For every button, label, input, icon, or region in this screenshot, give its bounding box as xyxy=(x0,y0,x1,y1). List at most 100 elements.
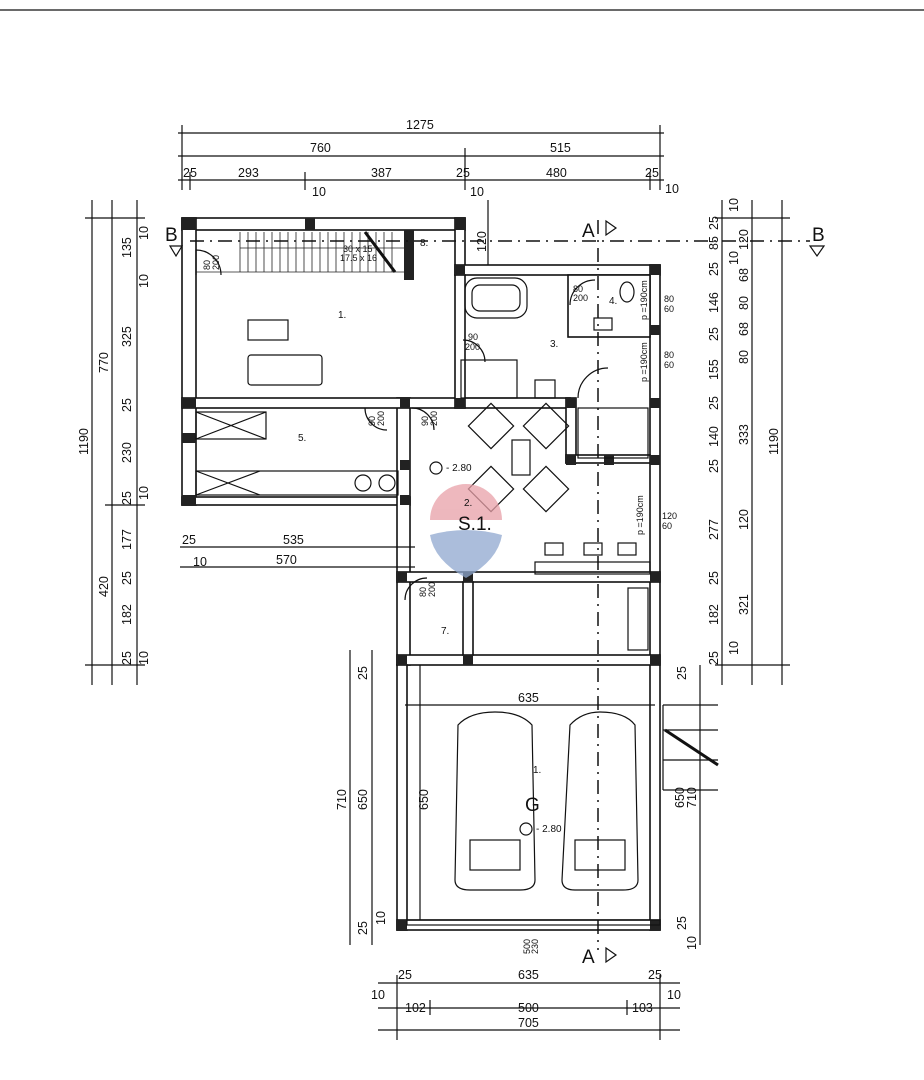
svg-text:770: 770 xyxy=(97,352,111,373)
armchair-icon xyxy=(522,402,570,450)
svg-text:10: 10 xyxy=(371,988,385,1002)
svg-text:68: 68 xyxy=(737,268,751,282)
svg-text:420: 420 xyxy=(97,576,111,597)
svg-text:10: 10 xyxy=(312,185,326,199)
svg-text:10: 10 xyxy=(685,936,699,950)
svg-text:10: 10 xyxy=(193,555,207,569)
svg-text:25: 25 xyxy=(707,396,721,410)
svg-text:10: 10 xyxy=(137,274,151,288)
svg-text:650: 650 xyxy=(673,787,687,808)
sauna-icon xyxy=(577,407,649,459)
svg-text:102: 102 xyxy=(405,1001,426,1015)
svg-text:650: 650 xyxy=(356,789,370,810)
svg-text:293: 293 xyxy=(238,166,259,180)
svg-text:25: 25 xyxy=(648,968,662,982)
svg-text:10: 10 xyxy=(374,911,388,925)
dim-left-total: 1190 xyxy=(77,428,91,455)
section-mark-a-top: A xyxy=(582,221,595,242)
svg-text:10: 10 xyxy=(470,185,484,199)
bar-stool-icon xyxy=(617,542,637,556)
svg-text:25: 25 xyxy=(707,571,721,585)
door-swing xyxy=(404,577,428,601)
svg-text:650: 650 xyxy=(417,789,431,810)
svg-text:10: 10 xyxy=(137,651,151,665)
svg-text:80: 80 xyxy=(573,284,583,294)
svg-text:90: 90 xyxy=(468,332,478,342)
svg-text:p =190cm: p =190cm xyxy=(635,495,645,535)
svg-text:103: 103 xyxy=(632,1001,653,1015)
svg-text:25: 25 xyxy=(707,327,721,341)
svg-text:182: 182 xyxy=(120,604,134,625)
svg-text:155: 155 xyxy=(707,359,721,380)
room-8-label: 8. xyxy=(420,238,428,249)
svg-text:710: 710 xyxy=(335,789,349,810)
stair-tread: 30 x 15 xyxy=(343,244,373,254)
svg-text:85: 85 xyxy=(707,236,721,250)
svg-text:10: 10 xyxy=(137,226,151,240)
svg-text:120: 120 xyxy=(662,511,677,521)
svg-text:25: 25 xyxy=(398,968,412,982)
section-arrow-icons xyxy=(168,219,826,964)
svg-text:515: 515 xyxy=(550,141,571,155)
svg-text:140: 140 xyxy=(707,426,721,447)
furniture xyxy=(195,249,651,651)
garage-gate-height: 230 xyxy=(530,939,540,954)
svg-text:25: 25 xyxy=(707,651,721,665)
toilet-icon xyxy=(619,281,635,303)
svg-text:p =190cm: p =190cm xyxy=(639,342,649,382)
svg-text:120: 120 xyxy=(737,509,751,530)
svg-text:80: 80 xyxy=(664,350,674,360)
svg-text:120: 120 xyxy=(737,229,751,250)
section-mark-b-left: B xyxy=(165,225,178,246)
armchair-icon xyxy=(467,402,515,450)
svg-text:25: 25 xyxy=(675,666,689,680)
dim-right-total: 1190 xyxy=(767,428,781,455)
svg-text:200: 200 xyxy=(573,293,588,303)
svg-text:90: 90 xyxy=(420,416,430,426)
dim-bottom-635: 635 xyxy=(518,968,539,982)
walls xyxy=(181,217,661,931)
sink-icon xyxy=(534,379,556,399)
svg-text:25: 25 xyxy=(120,491,134,505)
svg-text:90: 90 xyxy=(367,416,377,426)
section-mark-b-right: B xyxy=(812,225,825,246)
svg-text:25: 25 xyxy=(456,166,470,180)
svg-text:25: 25 xyxy=(120,571,134,585)
svg-text:500: 500 xyxy=(518,1001,539,1015)
svg-text:25: 25 xyxy=(707,262,721,276)
svg-text:25: 25 xyxy=(645,166,659,180)
svg-text:80: 80 xyxy=(418,587,428,597)
svg-text:10: 10 xyxy=(727,251,741,265)
svg-text:p =190cm: p =190cm xyxy=(639,280,649,320)
svg-text:80: 80 xyxy=(737,296,751,310)
svg-text:25: 25 xyxy=(707,459,721,473)
svg-text:60: 60 xyxy=(662,521,672,531)
svg-text:321: 321 xyxy=(737,594,751,615)
window-labels: 80 60 80 60 120 60 p =190cm p =190cm p =… xyxy=(635,280,677,535)
svg-text:60: 60 xyxy=(664,304,674,314)
svg-text:325: 325 xyxy=(120,326,134,347)
svg-text:333: 333 xyxy=(737,424,751,445)
svg-text:146: 146 xyxy=(707,292,721,313)
coffee-table xyxy=(511,439,531,476)
level-marker-icon xyxy=(429,461,443,475)
room-3-label: 3. xyxy=(550,339,558,350)
level-garage: - 2.80 xyxy=(536,824,562,835)
bar-counter xyxy=(534,561,651,575)
garage-gate-width: 500 xyxy=(522,939,532,954)
dryer-icon xyxy=(378,474,396,492)
level-marker-icon xyxy=(519,822,533,836)
svg-text:570: 570 xyxy=(276,553,297,567)
svg-text:60: 60 xyxy=(664,360,674,370)
svg-text:80: 80 xyxy=(202,260,212,270)
svg-text:25: 25 xyxy=(183,166,197,180)
washing-machine-icon xyxy=(354,474,372,492)
svg-text:25: 25 xyxy=(182,533,196,547)
svg-text:230: 230 xyxy=(120,442,134,463)
svg-text:635: 635 xyxy=(518,691,539,705)
svg-text:25: 25 xyxy=(120,651,134,665)
svg-text:10: 10 xyxy=(667,988,681,1002)
bar-stool-icon xyxy=(544,542,564,556)
svg-text:80: 80 xyxy=(737,350,751,364)
